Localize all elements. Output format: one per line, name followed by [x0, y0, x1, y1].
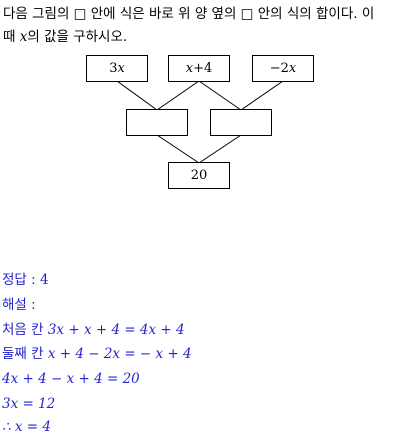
- explanation-label: 해설 :: [2, 296, 36, 314]
- explanation-line-1: 처음 칸 3x + x + 4 = 4x + 4: [2, 321, 185, 339]
- explanation-line-3: 4x + 4 − x + 4 = 20: [2, 370, 140, 388]
- top-box-2-rest: +4: [193, 61, 213, 76]
- explanation-line-1-expr: 3x + x + 4 = 4x + 4: [47, 322, 185, 338]
- explanation-line-5-expr: ∴ x = 4: [2, 419, 51, 435]
- middle-box-1: [126, 109, 188, 136]
- explanation-line-4: 3x = 12: [2, 395, 55, 413]
- question-text-2-prefix: 때: [3, 29, 20, 45]
- top-box-2: x+4: [168, 55, 230, 82]
- bottom-box-value: 20: [190, 168, 208, 183]
- connector-line: [156, 80, 200, 111]
- explanation-line-3-expr: 4x + 4 − x + 4 = 20: [2, 371, 140, 387]
- top-box-1-var: x: [117, 61, 125, 76]
- question-text-2-suffix: 의 값을 구하시오.: [27, 29, 128, 45]
- answer-value: 4: [39, 272, 49, 288]
- top-box-3-var: x: [288, 61, 297, 76]
- connector-line: [156, 134, 200, 164]
- connector-line: [116, 80, 158, 111]
- connector-line: [198, 134, 242, 164]
- explanation-line-2-prefix: 둘째 칸: [2, 346, 48, 362]
- question-line-2: 때 x의 값을 구하시오.: [3, 28, 127, 46]
- top-box-2-var: x: [185, 61, 194, 76]
- middle-box-2: [210, 109, 272, 136]
- diagram-connectors: [116, 80, 284, 164]
- explanation-line-4-expr: 3x = 12: [2, 396, 56, 412]
- connector-line: [198, 80, 242, 111]
- explanation-line-5: ∴ x = 4: [2, 418, 51, 436]
- explanation-line-2-expr: x + 4 − 2x = − x + 4: [47, 346, 192, 362]
- answer-label: 정답 :: [2, 272, 40, 288]
- question-text-1: 다음 그림의 □ 안에 식은 바로 위 양 옆의 □ 안의 식의 합이다. 이: [3, 6, 375, 22]
- bottom-box: 20: [168, 162, 230, 189]
- explanation-label-text: 해설 :: [2, 297, 36, 313]
- explanation-line-2: 둘째 칸 x + 4 − 2x = − x + 4: [2, 345, 192, 363]
- question-line-1: 다음 그림의 □ 안에 식은 바로 위 양 옆의 □ 안의 식의 합이다. 이: [3, 5, 374, 23]
- top-box-1-coef: 3: [109, 61, 118, 76]
- top-box-3-coef: −2: [269, 61, 289, 76]
- connector-line: [240, 80, 284, 111]
- explanation-line-1-prefix: 처음 칸: [2, 322, 48, 338]
- question-variable: x: [19, 29, 28, 45]
- answer-line: 정답 : 4: [2, 271, 49, 289]
